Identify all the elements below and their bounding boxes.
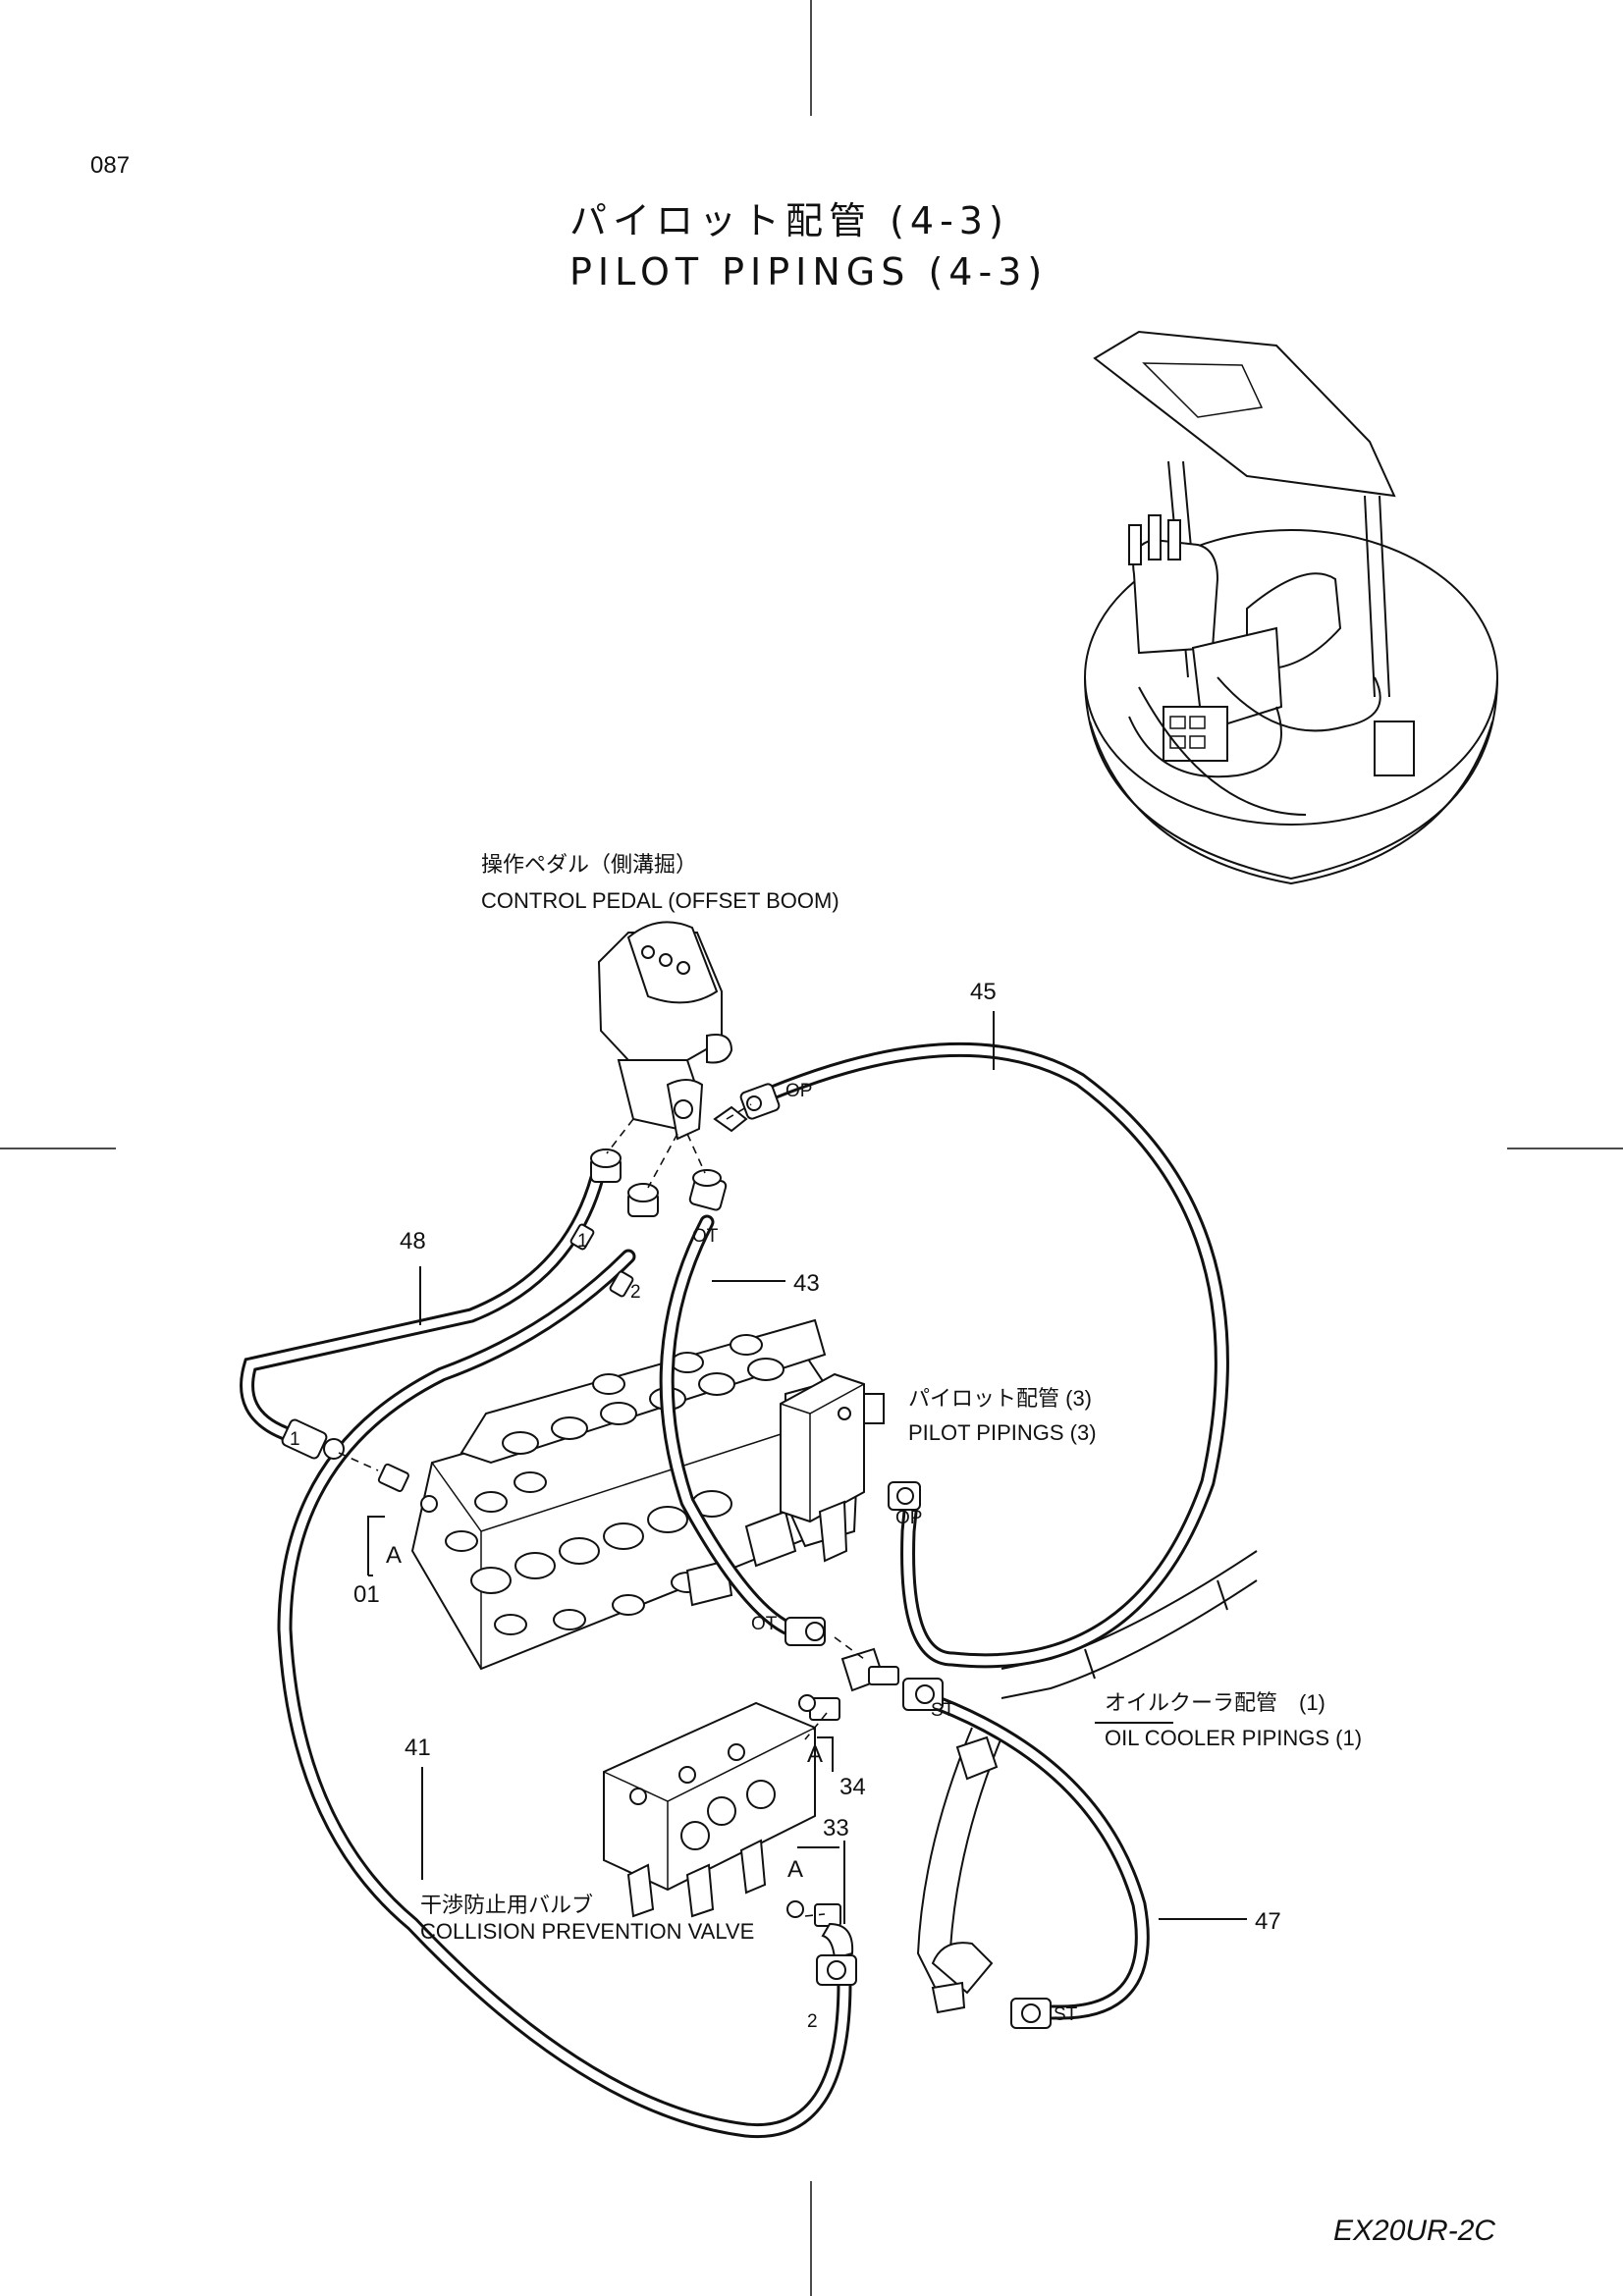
collision-valve-label-en: COLLISION PREVENTION VALVE (420, 1919, 754, 1944)
part-number-45: 45 (970, 979, 997, 1005)
connection-dashes (338, 1103, 865, 1917)
port-mark-op-manifold: OP (895, 1508, 922, 1528)
port-mark-op-pedal: OP (785, 1081, 812, 1101)
hose-43 (659, 1214, 798, 1637)
hose-48 (240, 1170, 605, 1449)
title-english: PILOT PIPINGS (4-3) (569, 250, 1048, 294)
excavator-overview-illustration (1084, 330, 1498, 885)
control-pedal-label-jp: 操作ペダル（側溝掘） (481, 852, 697, 877)
port-mark-ot-valve: OT (751, 1614, 778, 1634)
title-japanese: パイロット配管 (4-3) (569, 199, 1009, 242)
detail-mark-a-upper: A (807, 1741, 823, 1768)
valve-spools (445, 1334, 784, 1635)
part-number-41: 41 (405, 1735, 431, 1761)
hose-45 (748, 1041, 1229, 1669)
part-number-01: 01 (353, 1581, 380, 1608)
pilot-pipings-label-jp: パイロット配管 (3) (908, 1386, 1092, 1411)
oil-cooler-label-jp: オイルクーラ配管 (1) (1105, 1690, 1325, 1715)
port-mark-st-upper: ST (931, 1700, 955, 1721)
port-mark-1-pedal: 1 (577, 1231, 588, 1252)
pilot-manifold-illustration (780, 1372, 885, 1563)
hose-fittings (281, 1083, 1052, 2029)
port-mark-2-pedal: 2 (630, 1282, 641, 1303)
collision-prevention-valve-illustration (603, 1701, 816, 1918)
port-mark-2-valve: 2 (807, 2011, 818, 2032)
part-number-43: 43 (793, 1270, 820, 1297)
detail-mark-a-left: A (386, 1542, 402, 1569)
port-mark-ot-pedal: OT (692, 1226, 719, 1247)
collision-valve-label-jp: 干渉防止用バルブ (420, 1893, 593, 1917)
port-mark-st-lower: ST (1054, 2004, 1078, 2025)
detail-mark-a-lower: A (787, 1856, 803, 1883)
oil-cooler-label-en: OIL COOLER PIPINGS (1) (1105, 1726, 1362, 1750)
part-number-34: 34 (839, 1774, 866, 1800)
part-number-48: 48 (400, 1228, 426, 1255)
control-pedal-label-en: CONTROL PEDAL (OFFSET BOOM) (481, 888, 839, 913)
oil-cooler-frame-illustration (916, 1550, 1258, 2014)
page-number: 087 (90, 152, 130, 179)
part-number-47: 47 (1255, 1908, 1281, 1935)
pilot-pipings-label-en: PILOT PIPINGS (3) (908, 1420, 1097, 1445)
control-pedal-illustration (597, 921, 748, 1141)
detail-brackets (367, 1516, 845, 1924)
hose-47 (930, 1695, 1150, 2020)
port-mark-1-valve: 1 (290, 1429, 300, 1450)
leader-lines (419, 1011, 1247, 1920)
hose-41 (277, 1249, 852, 2139)
part-number-33: 33 (823, 1815, 849, 1842)
model-code: EX20UR-2C (1333, 2215, 1495, 2247)
